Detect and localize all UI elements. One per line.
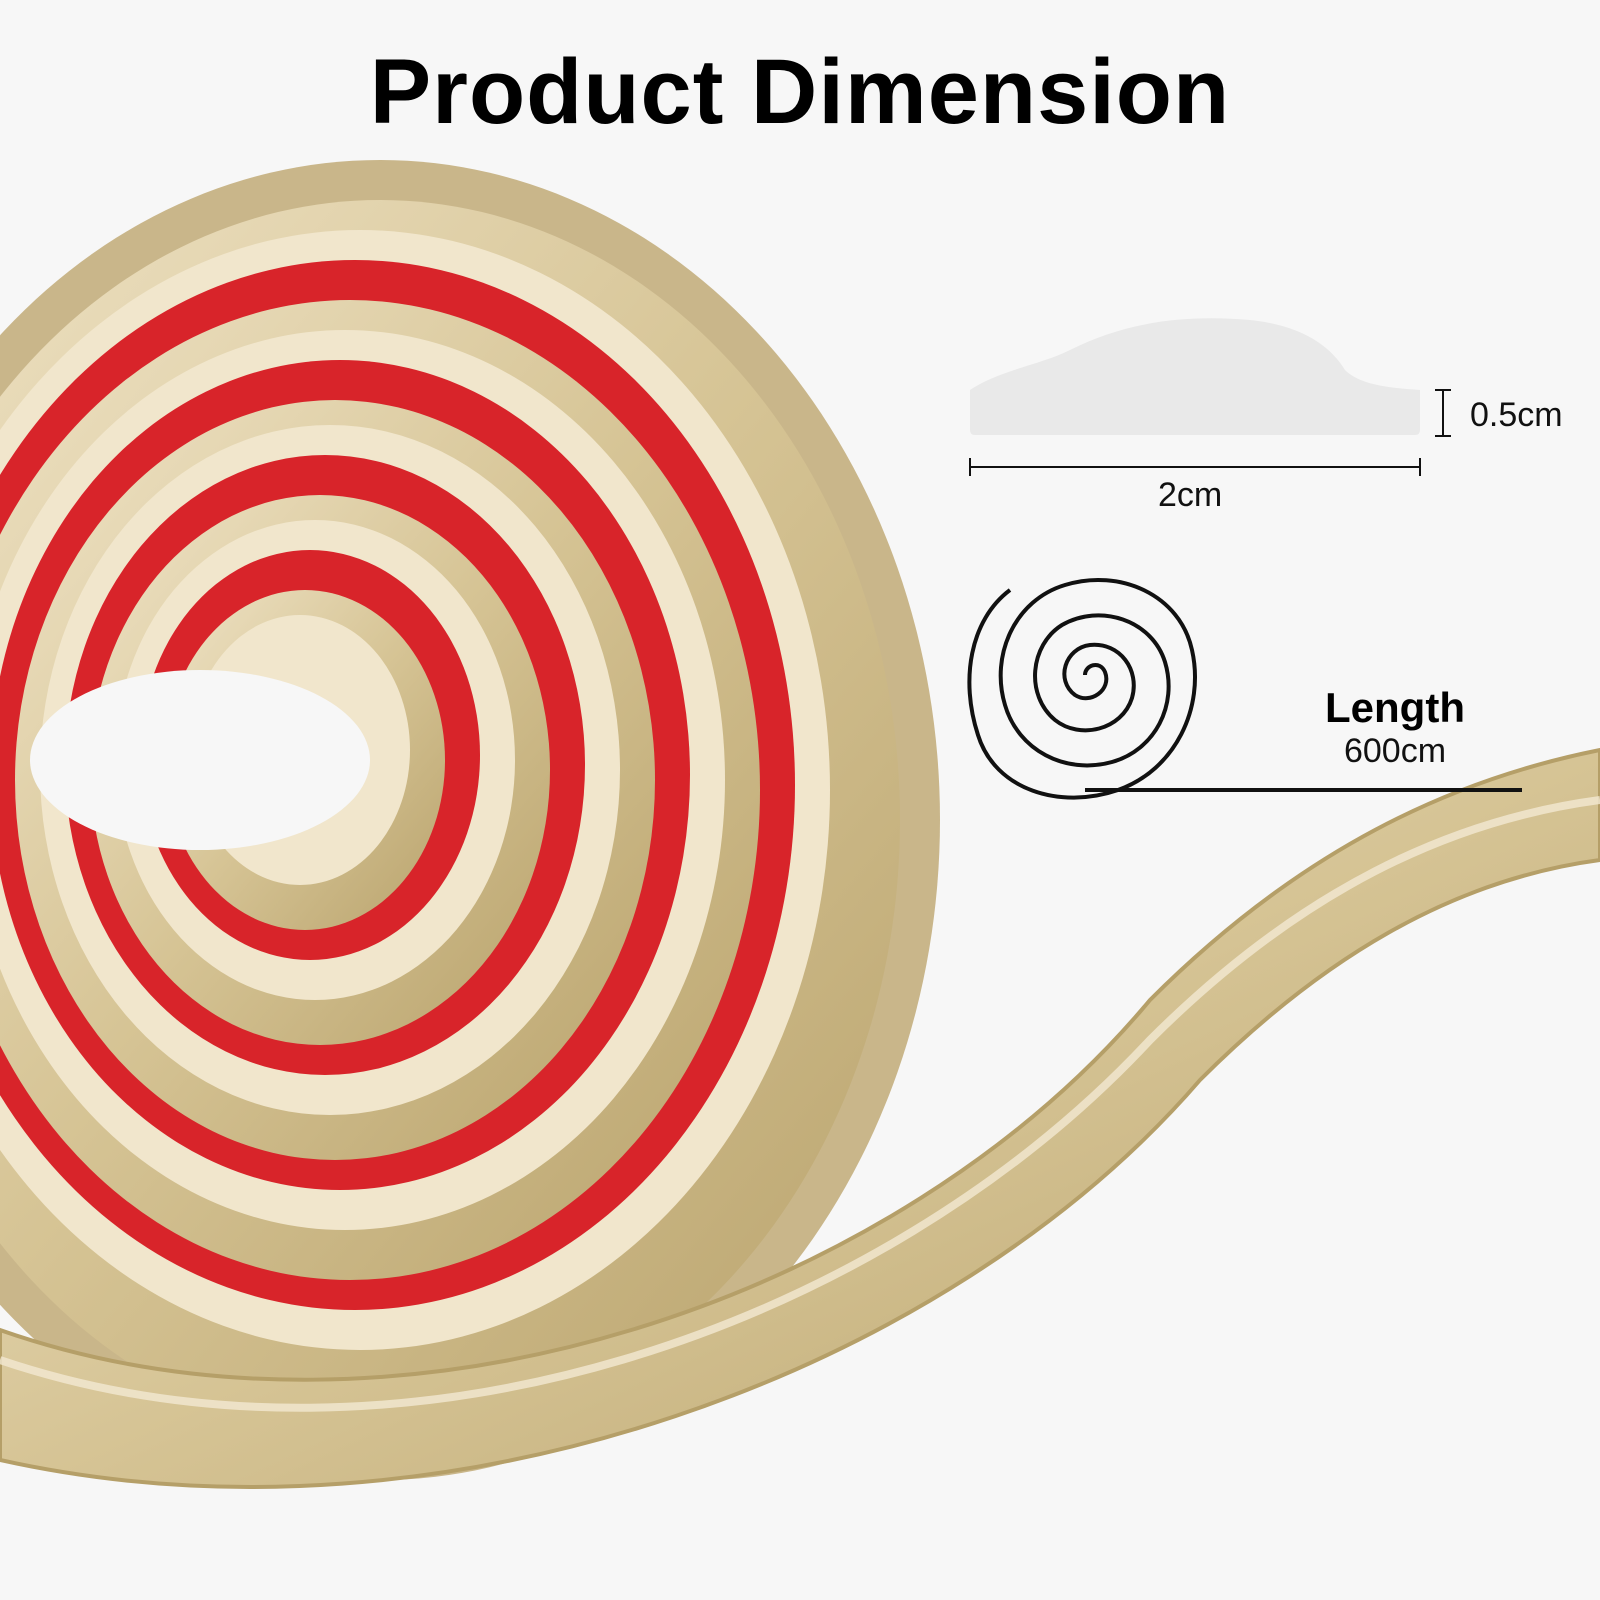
cross-section-profile-icon xyxy=(969,318,1451,476)
thickness-label: 0.5cm xyxy=(1470,396,1563,434)
length-value: 600cm xyxy=(1343,732,1447,770)
page-title: Product Dimension xyxy=(369,41,1231,143)
coil-spiral-icon xyxy=(967,577,1522,800)
unrolled-trim-strip xyxy=(0,747,1600,1489)
width-label: 2cm xyxy=(1158,476,1223,514)
coiled-trim-roll xyxy=(0,160,940,1480)
length-title: Length xyxy=(1325,684,1465,731)
